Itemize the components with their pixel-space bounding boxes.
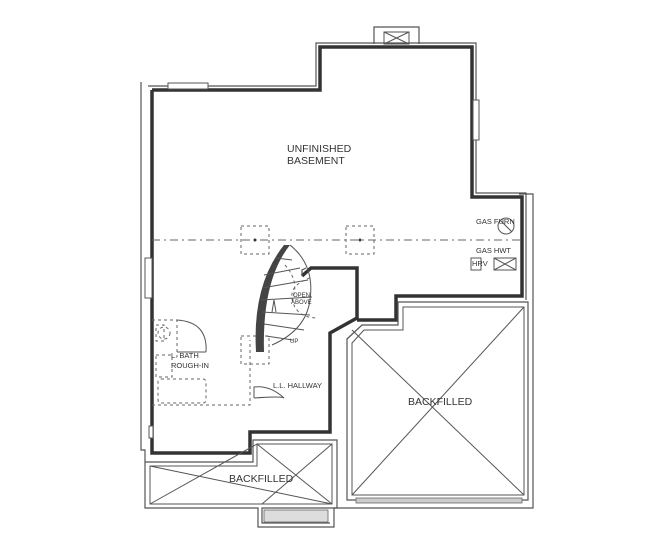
exterior-wall-inner [148,42,527,300]
label-open-above-1: OPEN [293,293,310,299]
column-2 [358,238,362,242]
backfilled-right-outline-inner [351,306,525,496]
label-hallway: L.L. HALLWAY [273,381,322,390]
vanity [155,354,173,378]
label-open-above-2: ABOVE [291,300,312,306]
label-unfinished-basement-2: BASEMENT [287,155,345,167]
window-left [144,257,153,299]
backfilled-bottom-x1 [149,465,333,505]
bath-door-swing [176,319,207,353]
top-bump [373,26,420,44]
label-gas-hwt: GAS HWT [476,246,511,255]
stair-stringer [255,245,290,352]
label-hrv: HRV [472,259,488,268]
backfilled-right-x2 [351,306,525,496]
top-bump-window [383,31,410,45]
hrv-symbol [470,257,482,271]
stair-landing [301,267,307,276]
backfilled-bottom-outline [145,439,338,524]
window-top-left [167,82,209,90]
column-1 [253,238,257,242]
porch-step [263,509,329,523]
column-pad-1 [240,225,270,255]
label-backfilled-bottom: BACKFILLED [229,473,294,485]
outer-envelope [140,82,534,528]
garage-door-line [355,497,523,504]
window-right [472,99,480,141]
hwt-symbol [493,257,517,271]
bathtub [157,378,207,404]
gas-furnace-symbol [497,217,515,235]
label-unfinished-basement-1: UNFINISHED [287,143,352,155]
label-gas-furn: GAS FURN [476,217,515,226]
label-up: UP [290,339,298,345]
backfilled-right-x1 [351,329,525,496]
column-pad-3 [240,335,270,365]
window-left-bottom [148,425,154,439]
column-pad-2 [345,225,375,255]
backfilled-bottom-x2 [149,443,258,505]
stair [255,244,319,352]
label-bath-2: ROUGH-IN [171,361,209,370]
toilet [157,326,171,340]
label-backfilled-right: BACKFILLED [408,396,473,408]
hallway-door-swing [253,396,285,399]
label-bath-1: L. BATH [171,351,199,360]
exterior-wall [150,45,524,455]
